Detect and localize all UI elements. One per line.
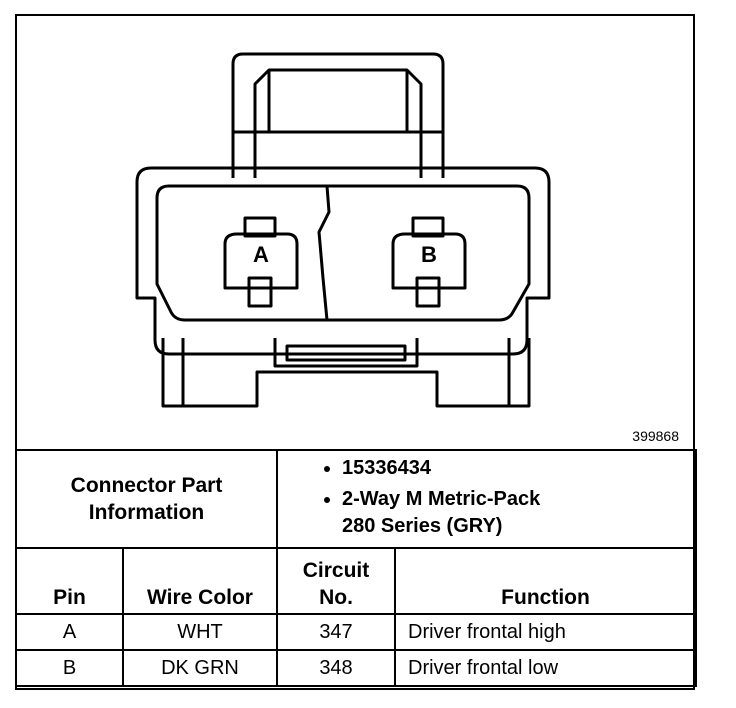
- part-description: 2-Way M Metric-Pack 280 Series (GRY): [342, 486, 695, 540]
- header-function: Function: [394, 547, 697, 615]
- connector-skirt: [161, 338, 531, 408]
- cavity-label-b: B: [421, 242, 437, 267]
- wire-color-cell: DK GRN: [122, 649, 278, 687]
- header-pin: Pin: [15, 547, 124, 615]
- table-row: B DK GRN 348 Driver frontal low: [15, 649, 697, 687]
- cavity-divider: [317, 185, 331, 321]
- connector-latch: [231, 52, 445, 178]
- connector-latch-inner: [253, 68, 423, 178]
- function-cell: Driver frontal high: [394, 613, 697, 651]
- header-wire-color: Wire Color: [122, 547, 278, 615]
- table-row: A WHT 347 Driver frontal high: [15, 613, 697, 651]
- cavity-label-a: A: [253, 242, 269, 267]
- connector-sheet: A B 399868 Connector Part Information 15…: [15, 14, 697, 690]
- wire-color-cell: WHT: [122, 613, 278, 651]
- skirt-key: [273, 338, 419, 368]
- connector-part-row: Connector Part Information 15336434 2-Wa…: [15, 449, 697, 549]
- pin-cell: B: [15, 649, 124, 687]
- pin-cell: A: [15, 613, 124, 651]
- diagram-reference-number: 399868: [632, 428, 679, 444]
- part-number: 15336434: [342, 455, 695, 482]
- circuit-cell: 348: [276, 649, 396, 687]
- connector-face-drawing: A B: [135, 52, 551, 408]
- connector-housing: [135, 166, 551, 356]
- header-circuit-no: Circuit No.: [276, 547, 396, 615]
- function-cell: Driver frontal low: [394, 649, 697, 687]
- connector-face: [155, 184, 531, 322]
- connector-part-label: Connector Part Information: [15, 449, 278, 549]
- table-header-row: Pin Wire Color Circuit No. Function: [15, 547, 697, 615]
- connector-info-table: Connector Part Information 15336434 2-Wa…: [15, 449, 697, 687]
- circuit-cell: 347: [276, 613, 396, 651]
- connector-part-details: 15336434 2-Way M Metric-Pack 280 Series …: [276, 449, 697, 549]
